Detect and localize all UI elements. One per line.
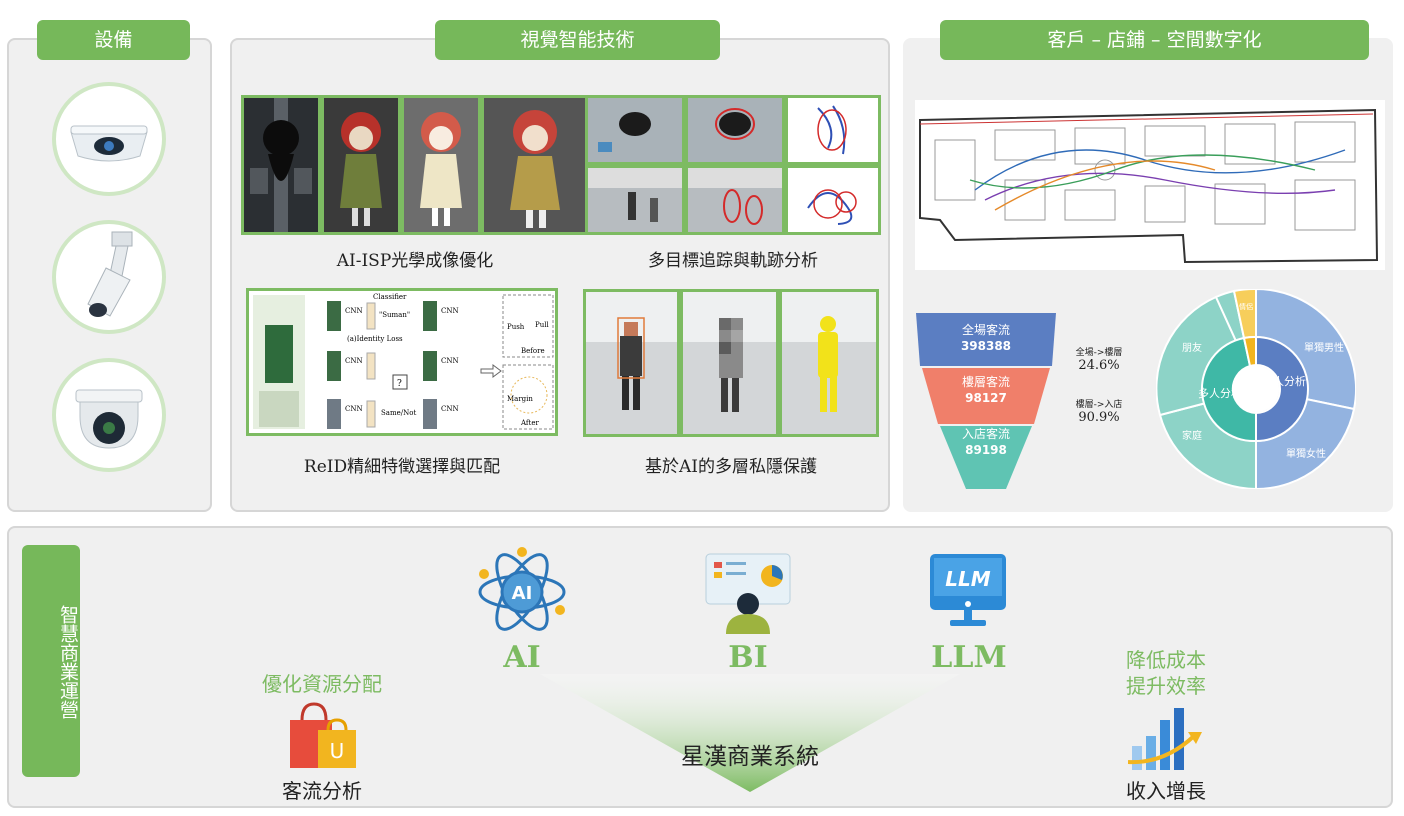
traffic-analysis-label: 客流分析 (282, 779, 362, 803)
digital-title: 客戶 – 店鋪 – 空間數字化 (940, 20, 1369, 60)
funnel-label-total: 全場客流 398388 (906, 322, 1066, 354)
isp-image-mid (321, 95, 401, 235)
reid-label-same-not: Same/Not (381, 409, 416, 417)
center-triangle (540, 674, 960, 794)
pillar-ai-label: AI (503, 640, 541, 675)
sunburst-label-friends: 朋友 (1182, 341, 1202, 354)
traffic-funnel (916, 313, 1056, 489)
reid-label-pull: Pull (535, 321, 549, 329)
camera-ceiling-circle (52, 82, 166, 196)
caption-reid: ReID精細特徵選擇與匹配 (303, 457, 501, 477)
right-benefit-label-2: 提升效率 (1126, 674, 1206, 698)
conversion-1-label: 全場->樓層 (1075, 348, 1123, 358)
isp-image-optimized (481, 95, 589, 235)
shopping-bag-icon: U (288, 700, 360, 770)
isp-image-bright (401, 95, 481, 235)
funnel-label-floor: 樓層客流 98127 (906, 374, 1066, 406)
trajectory-plot-1 (785, 95, 881, 165)
privacy-image-original (583, 289, 680, 437)
funnel-store-value: 89198 (965, 443, 1007, 457)
funnel-segment-total (916, 313, 1056, 366)
conversion-2: 樓層->入店 90.9% (1064, 397, 1134, 425)
funnel-store-label: 入店客流 (961, 427, 1010, 441)
pillar-bi-label: BI (728, 640, 768, 675)
reid-label-cnn-1: CNN (345, 307, 363, 315)
center-system-label: 星漢商業系統 (681, 744, 819, 770)
vision-title: 視覺智能技術 (435, 20, 720, 60)
tracking-image-bottom-1 (585, 165, 685, 235)
conversion-2-label: 樓層->入店 (1075, 400, 1123, 410)
sunburst-label-male: 單獨男性 (1304, 341, 1344, 354)
reid-label-before: Before (521, 347, 545, 355)
conversion-2-value: 90.9% (1078, 410, 1120, 425)
devices-title: 設備 (37, 20, 190, 60)
reid-label-suman: "Suman" (379, 311, 410, 319)
reid-label-margin: Margin (507, 395, 533, 403)
sunburst-label-family: 家庭 (1182, 429, 1202, 442)
sunburst-label-female: 單獨女性 (1286, 447, 1326, 460)
left-benefit-label: 優化資源分配 (262, 672, 382, 696)
funnel-floor-value: 98127 (965, 391, 1007, 405)
reid-label-cnn-6: CNN (441, 405, 459, 413)
funnel-segment-store (940, 426, 1032, 489)
operations-title: 智慧商業運營 (57, 605, 79, 719)
trajectory-plot-2 (785, 165, 881, 235)
pillar-llm-label: LLM (931, 640, 1007, 675)
isp-image-dark (241, 95, 321, 235)
ceiling-camera-icon (70, 125, 148, 162)
sunburst-inner-couple (1242, 335, 1257, 368)
revenue-growth-label: 收入增長 (1126, 779, 1206, 803)
reid-label-after: After (520, 419, 539, 427)
bullet-camera-icon (87, 231, 133, 317)
sunburst-label-couple: 情侶 (1239, 302, 1253, 311)
bi-dashboard-icon (702, 552, 794, 634)
reid-label-cnn-2: CNN (345, 357, 363, 365)
llm-monitor-icon: LLM (928, 552, 1008, 630)
funnel-floor-label: 樓層客流 (961, 375, 1010, 389)
reid-diagram: ? CNN CNN CNN CNN CNN CNN Classifier "Su… (246, 288, 558, 436)
dome-camera-icon (75, 389, 143, 449)
reid-label-classifier: Classifier (373, 293, 407, 301)
growth-chart-icon (1127, 706, 1204, 770)
reid-label-cnn-5: CNN (441, 357, 459, 365)
conversion-1-value: 24.6% (1078, 358, 1120, 373)
sunburst-inner-single (1255, 335, 1309, 443)
sunburst-inner-group (1200, 336, 1257, 443)
group-sunburst-chart: 單人分析 多人分析 單獨男性 單獨女性 家庭 朋友 情侶 (1155, 287, 1357, 491)
funnel-total-label: 全場客流 (961, 323, 1010, 337)
llm-icon-text: LLM (945, 567, 990, 591)
bag-letter: U (330, 739, 345, 763)
reid-label-q: ? (397, 379, 402, 389)
camera-dome-circle (52, 358, 166, 472)
sunburst-label-single: 單人分析 (1262, 374, 1306, 388)
funnel-label-store: 入店客流 89198 (906, 426, 1066, 458)
ai-atom-icon: AI (476, 546, 568, 638)
floor-plan-map (915, 100, 1385, 270)
funnel-total-value: 398388 (960, 339, 1012, 353)
tracking-image-top-1 (585, 95, 685, 165)
reid-label-cnn-3: CNN (345, 405, 363, 413)
reid-label-push: Push (507, 323, 525, 331)
tracking-image-top-2 (685, 95, 785, 165)
ai-icon-text: AI (512, 583, 533, 604)
reid-label-cnn-4: CNN (441, 307, 459, 315)
caption-privacy: 基於AI的多層私隱保護 (645, 457, 817, 477)
operations-title-pill (22, 545, 80, 777)
camera-bullet-circle (52, 220, 166, 334)
privacy-image-mosaic (680, 289, 779, 437)
caption-ai-isp: AI-ISP光學成像優化 (336, 251, 494, 271)
right-benefit-label-1: 降低成本 (1126, 648, 1206, 672)
tracking-image-bottom-2 (685, 165, 785, 235)
funnel-segment-floor (922, 368, 1050, 424)
caption-tracking: 多目標追踪與軌跡分析 (648, 251, 818, 271)
sunburst-label-group: 多人分析 (1198, 386, 1242, 400)
conversion-1: 全場->樓層 24.6% (1064, 345, 1134, 373)
reid-label-identity-loss: (a)Identity Loss (347, 335, 403, 343)
privacy-image-silhouette (779, 289, 879, 437)
